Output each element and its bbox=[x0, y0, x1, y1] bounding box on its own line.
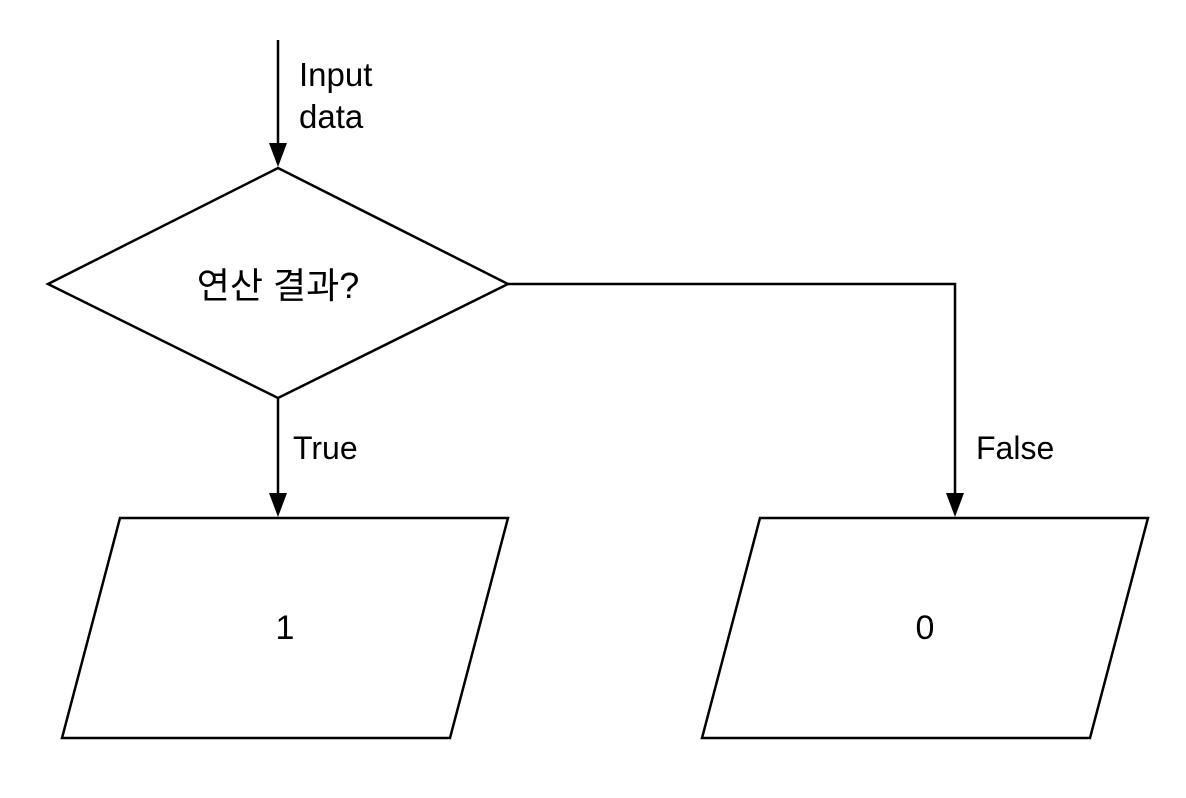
false-arrowhead bbox=[946, 493, 964, 517]
output-parallelogram-false bbox=[700, 516, 1150, 740]
true-branch-label: True bbox=[293, 430, 358, 466]
input-arrowhead bbox=[269, 143, 287, 167]
false-branch-label: False bbox=[976, 430, 1055, 466]
true-arrowhead bbox=[269, 493, 287, 517]
output-parallelogram-true bbox=[60, 516, 510, 740]
input-data-label: Input data bbox=[299, 56, 373, 136]
false-branch-line bbox=[508, 282, 957, 496]
decision-label: 연산 결과? bbox=[196, 265, 360, 306]
output-value-false: 0 bbox=[915, 608, 935, 647]
output-value-true: 1 bbox=[275, 608, 295, 647]
